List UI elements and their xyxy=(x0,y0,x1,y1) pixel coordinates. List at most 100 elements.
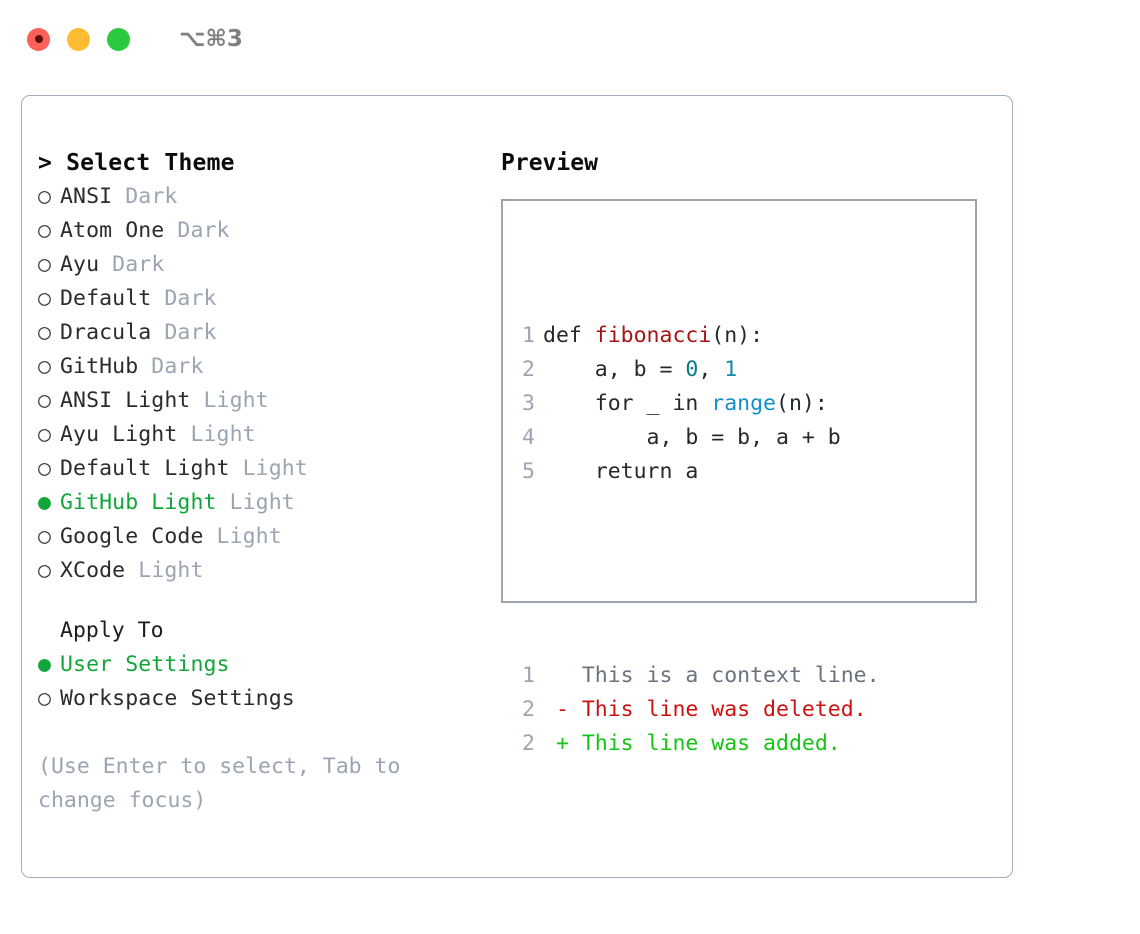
theme-option-xcode[interactable]: ○ XCode Light xyxy=(38,554,488,588)
line-number: 5 xyxy=(522,459,535,484)
theme-option-label: ANSI Light xyxy=(60,388,191,413)
traffic-lights xyxy=(27,27,130,51)
apply-to-option-list: ●User Settings ○ Workspace Settings xyxy=(38,648,488,716)
line-number: 1 xyxy=(522,323,535,348)
diff-text: This is a context line. xyxy=(581,663,880,688)
diff-line-add: 2 + This line was added. xyxy=(521,727,880,761)
radio-unselected-icon: ○ xyxy=(38,388,52,413)
apply-to-option-user-settings[interactable]: ●User Settings xyxy=(38,648,488,682)
diff-line-del: 2 - This line was deleted. xyxy=(521,693,880,727)
diff-marker: + xyxy=(543,731,582,756)
code-token: fibonacci xyxy=(594,323,712,348)
radio-unselected-icon: ○ xyxy=(38,286,52,311)
radio-unselected-icon: ○ xyxy=(38,422,52,447)
radio-unselected-icon: ○ xyxy=(38,320,52,345)
diff-marker: - xyxy=(543,697,582,722)
theme-option-label: Ayu Light xyxy=(60,422,178,447)
theme-option-default[interactable]: ○ Default Dark xyxy=(38,282,488,316)
select-theme-heading: > Select Theme xyxy=(38,150,235,176)
radio-unselected-icon: ○ xyxy=(38,354,52,379)
apply-to-option-label: Workspace Settings xyxy=(60,686,295,711)
theme-option-label: Default xyxy=(60,286,152,311)
theme-option-label: Google Code xyxy=(60,524,204,549)
theme-option-ansi-light[interactable]: ○ ANSI Light Light xyxy=(38,384,488,418)
line-number: 1 xyxy=(522,663,535,688)
code-line: 1 def fibonacci(n): xyxy=(521,319,880,353)
theme-variant-tag: Dark xyxy=(151,286,217,311)
theme-variant-tag: Light xyxy=(125,558,204,583)
spacer xyxy=(38,716,488,750)
theme-variant-tag: Light xyxy=(229,456,308,481)
spacer xyxy=(38,588,488,614)
code-token: a, b = xyxy=(543,357,686,382)
code-token: , xyxy=(698,357,725,382)
line-number: 2 xyxy=(522,731,535,756)
code-token: 1 xyxy=(724,357,738,382)
code-token: return a xyxy=(543,459,699,484)
diff-text: This line was added. xyxy=(581,731,841,756)
theme-option-ayu-light[interactable]: ○ Ayu Light Light xyxy=(38,418,488,452)
close-window-icon[interactable] xyxy=(27,27,50,51)
radio-unselected-icon: ○ xyxy=(38,456,52,481)
apply-to-heading: Apply To xyxy=(60,618,164,643)
theme-variant-tag: Light xyxy=(177,422,256,447)
preview-heading: Preview xyxy=(501,150,598,176)
code-token: 0 xyxy=(685,357,699,382)
theme-option-dracula[interactable]: ○ Dracula Dark xyxy=(38,316,488,350)
diff-line-ctx: 1 This is a context line. xyxy=(521,659,880,693)
theme-option-google-code[interactable]: ○ Google Code Light xyxy=(38,520,488,554)
theme-variant-tag: Dark xyxy=(138,354,204,379)
code-token: (n): xyxy=(711,323,764,348)
code-token: (n): xyxy=(776,391,828,416)
theme-option-default-light[interactable]: ○Default Light Light xyxy=(38,452,488,486)
diff-text: This line was deleted. xyxy=(581,697,867,722)
theme-option-label: Ayu xyxy=(60,252,100,277)
diff-marker xyxy=(543,663,582,688)
code-line: 4 a, b = b, a + b xyxy=(521,421,880,455)
code-token: range xyxy=(711,391,777,416)
diff-sample: 1 This is a context line.2 - This line w… xyxy=(521,659,880,761)
code-line: 3 for _ in range(n): xyxy=(521,387,880,421)
theme-option-ansi[interactable]: ○ANSI Dark xyxy=(38,180,488,214)
theme-option-ayu[interactable]: ○ Ayu Dark xyxy=(38,248,488,282)
theme-variant-tag: Dark xyxy=(164,218,230,243)
theme-picker-column: > Select Theme ○ANSI Dark○Atom One Dark○… xyxy=(38,146,488,818)
theme-option-github-light[interactable]: ● GitHub Light Light xyxy=(38,486,488,520)
code-token: a, b = b, a + b xyxy=(543,425,841,450)
maximize-window-icon[interactable] xyxy=(107,27,130,51)
radio-selected-icon: ● xyxy=(38,652,52,677)
code-line: 5 return a xyxy=(521,455,880,489)
line-number: 2 xyxy=(522,697,535,722)
theme-variant-tag: Light xyxy=(203,524,282,549)
radio-selected-icon: ● xyxy=(38,490,52,515)
keyboard-shortcut-label: ⌥⌘3 xyxy=(179,26,243,52)
radio-unselected-icon: ○ xyxy=(38,524,52,549)
theme-option-atom-one[interactable]: ○Atom One Dark xyxy=(38,214,488,248)
theme-option-label: Atom One xyxy=(60,218,165,243)
theme-variant-tag: Dark xyxy=(151,320,217,345)
theme-option-label: GitHub xyxy=(60,354,139,379)
theme-option-github[interactable]: ○ GitHub Dark xyxy=(38,350,488,384)
theme-option-label: Dracula xyxy=(60,320,152,345)
theme-variant-tag: Light xyxy=(216,490,295,515)
radio-unselected-icon: ○ xyxy=(38,558,52,583)
theme-option-label: XCode xyxy=(60,558,126,583)
theme-option-label: GitHub Light xyxy=(60,490,217,515)
theme-variant-tag: Light xyxy=(190,388,269,413)
radio-unselected-icon: ○ xyxy=(38,252,52,277)
theme-variant-tag: Dark xyxy=(99,252,165,277)
apply-to-option-workspace-settings[interactable]: ○ Workspace Settings xyxy=(38,682,488,716)
code-blank-line xyxy=(521,557,880,591)
code-line: 2 a, b = 0, 1 xyxy=(521,353,880,387)
radio-unselected-icon: ○ xyxy=(38,686,52,711)
minimize-window-icon[interactable] xyxy=(67,27,90,51)
panel-columns: > Select Theme ○ANSI Dark○Atom One Dark○… xyxy=(22,96,1012,877)
keyboard-hint-text: (Use Enter to select, Tab to change focu… xyxy=(38,754,414,813)
line-number: 4 xyxy=(522,425,535,450)
code-token: def xyxy=(543,323,595,348)
